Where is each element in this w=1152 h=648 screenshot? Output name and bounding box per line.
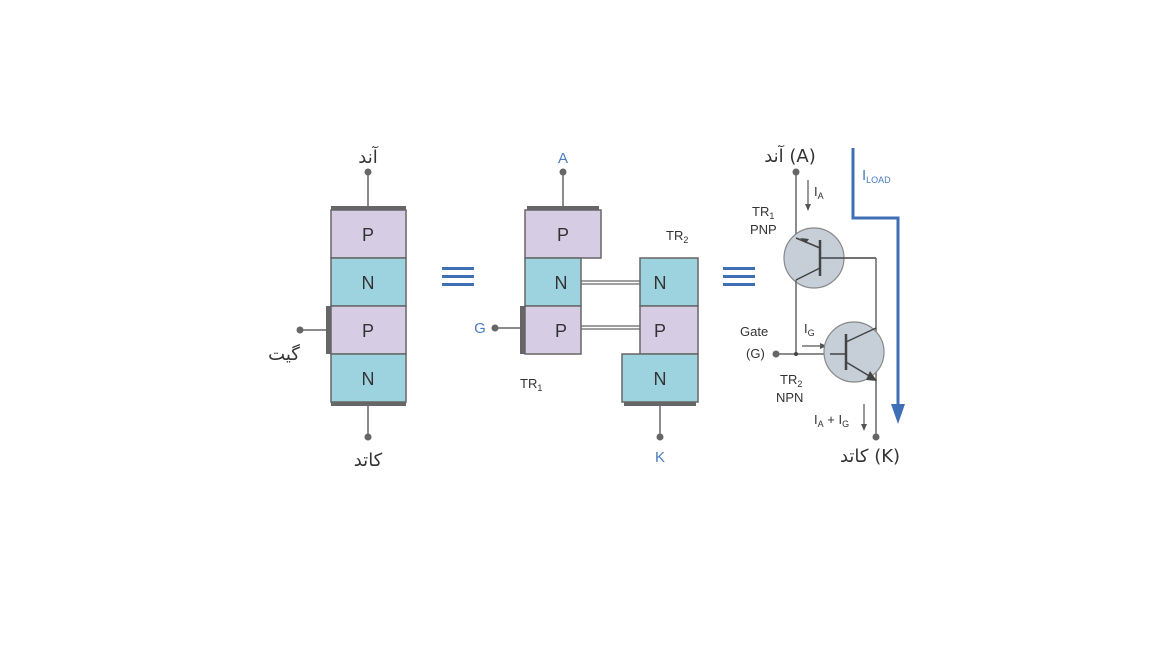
anode-terminal: [364, 168, 372, 176]
layer-p2-label: P: [362, 321, 374, 341]
circuit-anode-label: آند (A): [764, 144, 816, 167]
iload-label: ILOAD: [862, 167, 891, 185]
tr2-layer-p: [639, 305, 699, 355]
gate-terminal: [296, 326, 304, 334]
two-transistor-split: A P N P G TR1 TR2 N P N K: [474, 150, 699, 466]
layer-p2: [330, 305, 407, 355]
layer-p1-label: P: [362, 225, 374, 245]
tr1-layer-n: [524, 257, 582, 307]
tr2-circuit-type: NPN: [776, 390, 803, 405]
tr1-layer-p1-label: P: [557, 225, 569, 245]
tr2-layer-n2-label: N: [654, 369, 667, 389]
ig-label: IG: [804, 321, 815, 338]
tr1-layer-p2-label: P: [555, 321, 567, 341]
tr2-transistor-symbol: [823, 321, 885, 383]
gate-contact-g: [520, 306, 525, 354]
layer-n2: [330, 353, 407, 403]
anode-label-a: A: [558, 150, 568, 167]
layer-n1-label: N: [362, 273, 375, 293]
tr2-layer-p-label: P: [654, 321, 666, 341]
tr1-circuit-type: PNP: [750, 222, 777, 237]
top-contact: [331, 206, 406, 210]
gate-label-1: Gate: [740, 324, 768, 339]
four-layer-structure: آند P N P N گیت کاتد: [268, 145, 407, 471]
equivalence-icon-2: [723, 267, 755, 286]
gate-contact: [326, 306, 331, 354]
tr1-label: TR1: [520, 376, 542, 393]
gate-terminal-g: [491, 324, 499, 332]
gate-label-g: G: [474, 320, 486, 337]
gate-label-fa: گیت: [268, 343, 300, 365]
transistor-circuit: آند (A) IA TR1 PNP ILOAD Gate (G) IG: [740, 144, 905, 467]
cathode-terminal-k: [656, 433, 664, 441]
tr1-circuit-name: TR1: [752, 204, 774, 221]
equivalence-icon-1: [442, 267, 474, 286]
tr1-layer-p2: [524, 305, 582, 355]
tr2-label: TR2: [666, 228, 688, 245]
anode-label-fa: آند: [358, 145, 378, 168]
tr2-circuit-name: TR2: [780, 372, 802, 389]
ia-label: IA: [814, 184, 824, 201]
anode-terminal-a: [559, 168, 567, 176]
tr2-layer-n2: [621, 353, 699, 403]
tr1-layer-n-label: N: [555, 273, 568, 293]
cathode-label-fa: کاتد: [354, 450, 383, 471]
load-current-arrow: [851, 148, 900, 410]
gate-label-2: (G): [746, 346, 765, 361]
layer-n2-label: N: [362, 369, 375, 389]
tr2-layer-n1: [639, 257, 699, 307]
circuit-cathode-terminal: [872, 433, 880, 441]
iak-label: IA + IG: [814, 412, 849, 429]
cathode-label-k: K: [655, 449, 665, 466]
tr2-layer-n1-label: N: [654, 273, 667, 293]
cathode-terminal: [364, 433, 372, 441]
circuit-cathode-label: کاتد (K): [840, 446, 900, 467]
bottom-contact: [331, 402, 406, 406]
